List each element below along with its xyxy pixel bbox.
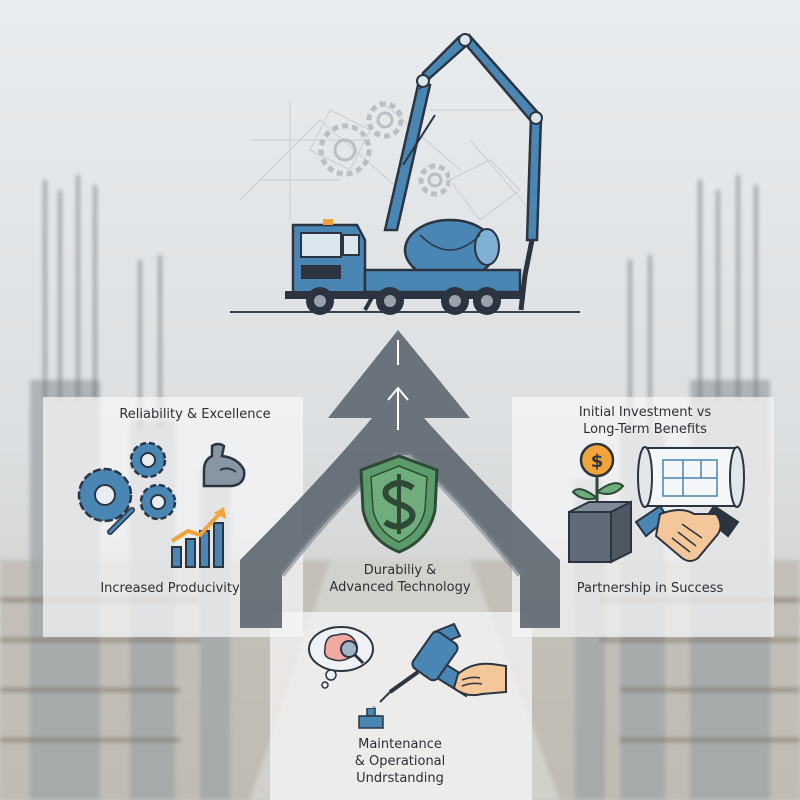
benefits-line: Long-Term Benefits	[583, 422, 707, 437]
durability-technology-label: Durabiliy & Advanced Technology	[320, 562, 480, 596]
maintenance-line: Maintenance	[358, 737, 442, 752]
shield-dollar-icon	[359, 454, 439, 554]
blueprint-icon	[637, 446, 745, 508]
partnership-success-label: Partnership in Success	[576, 581, 724, 596]
investment-benefits-label: Initial Investment vs Long-Term Benefits	[545, 404, 745, 438]
operational-line: & Operational	[354, 754, 446, 769]
concrete-pump-truck-icon	[230, 33, 580, 315]
reliability-excellence-label: Reliability & Excellence	[119, 407, 271, 422]
handshake-icon	[634, 504, 740, 562]
growth-chart-icon	[170, 507, 226, 568]
tech-network-lines	[239, 99, 531, 221]
flexed-arm-icon	[202, 442, 246, 488]
increased-productivity-label: Increased Producivity	[100, 581, 240, 596]
advanced-technology-line: Advanced Technology	[329, 580, 471, 595]
money-plant-icon: $	[568, 442, 632, 564]
svg-text:$: $	[591, 451, 604, 472]
durability-line: Durabiliy &	[363, 563, 437, 578]
grease-gun-hand-icon	[366, 622, 507, 718]
understanding-line: Undrstanding	[356, 771, 444, 786]
brain-thought-icon	[308, 626, 374, 689]
investment-line: Initial Investment vs	[578, 405, 712, 420]
grease-fitting-icon	[358, 708, 384, 729]
background-gear-icon	[318, 101, 450, 197]
gears-icon	[77, 441, 177, 535]
maintenance-understanding-label: Maintenance & Operational Undrstanding	[300, 736, 500, 787]
